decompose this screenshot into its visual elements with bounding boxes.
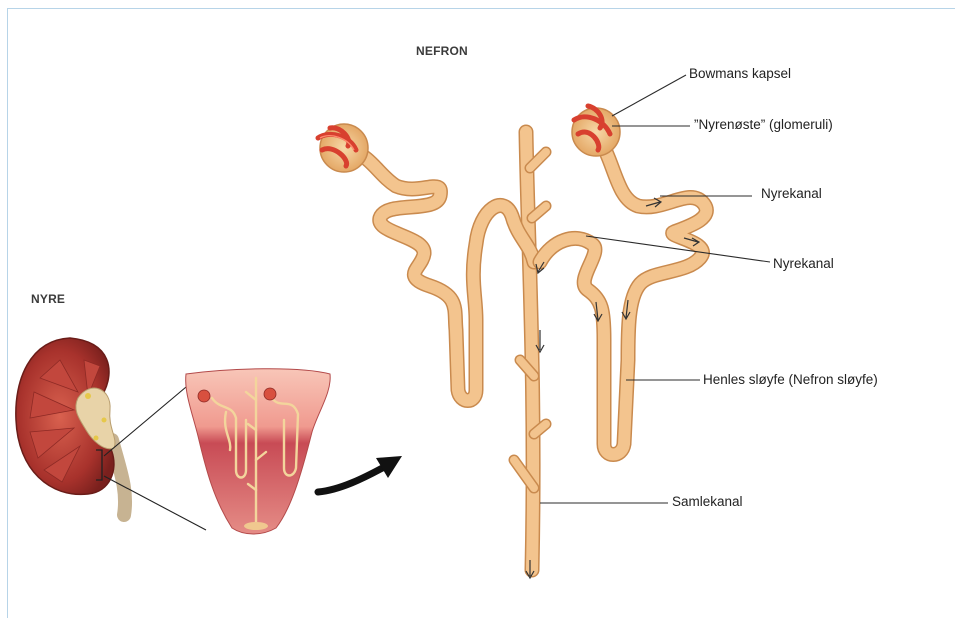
kidney-heading: NYRE [31, 292, 65, 306]
label-bowmans-capsule: Bowmans kapsel [689, 66, 791, 81]
nephron-heading: NEFRON [416, 44, 468, 58]
nephron-left [318, 124, 534, 401]
renal-pyramid-detail [186, 369, 331, 534]
label-renal-tubule-2: Nyrekanal [773, 256, 834, 271]
label-renal-tubule-1: Nyrekanal [761, 186, 822, 201]
zoom-arrow [318, 456, 402, 492]
nephron-right [536, 106, 706, 455]
label-loop-of-henle: Henles sløyfe (Nefron sløyfe) [703, 372, 878, 387]
label-glomeruli: ”Nyrenøste” (glomeruli) [694, 117, 833, 132]
label-collecting-duct: Samlekanal [672, 494, 743, 509]
kidney-illustration [16, 338, 206, 530]
collecting-duct [514, 132, 546, 578]
